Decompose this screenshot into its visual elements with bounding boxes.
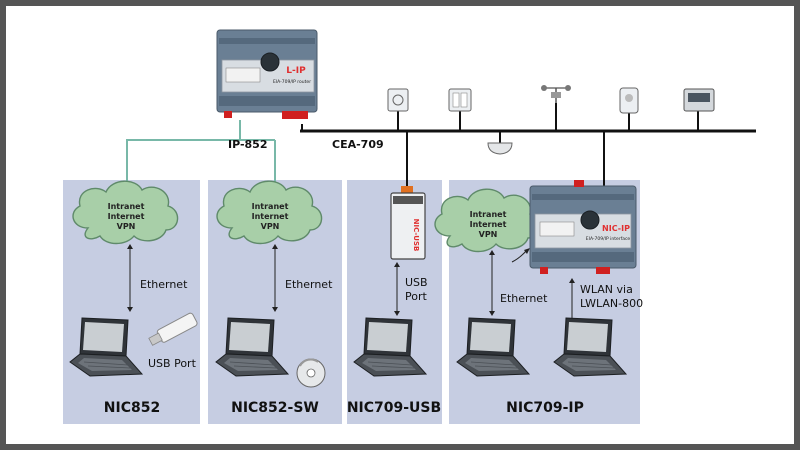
ethernet-label: Ethernet [500, 292, 548, 305]
room-sensor-icon [387, 88, 409, 112]
usb-port-label: USB Port [148, 357, 197, 370]
wlan-label: WLAN via [580, 283, 633, 296]
svg-text:VPN: VPN [117, 222, 136, 231]
cea709-label: CEA-709 [332, 138, 384, 151]
display-panel-icon [683, 88, 715, 112]
svg-text:Intranet: Intranet [252, 202, 289, 211]
cloud-nic709-ip: Intranet Internet VPN [434, 188, 541, 253]
ethernet-label: Ethernet [285, 278, 333, 291]
port-label: Port [405, 290, 427, 303]
cd-disc-icon [296, 358, 326, 388]
ip852-label: IP-852 [228, 138, 268, 151]
thermostat-icon [619, 87, 639, 114]
cloud-nic852-sw: Intranet Internet VPN [216, 180, 323, 245]
lwlan-label: LWLAN-800 [580, 297, 643, 310]
switch-icon [448, 88, 472, 112]
svg-text:Internet: Internet [470, 220, 507, 229]
svg-text:VPN: VPN [479, 230, 498, 239]
svg-text:Internet: Internet [252, 212, 289, 221]
router-brand: L-IP [286, 66, 306, 76]
router-device: L-IP EIA-709/IP router [216, 29, 318, 119]
nic-ip-subtitle: EIA-709/IP interface [586, 236, 631, 242]
cloud-nic852: Intranet Internet VPN [72, 180, 179, 245]
svg-text:Internet: Internet [108, 212, 145, 221]
nic-ip-brand: NIC-IP [602, 224, 630, 233]
nic-ip-device: NIC-IP EIA-709/IP interface [529, 180, 637, 274]
svg-text:Intranet: Intranet [108, 202, 145, 211]
network-diagram: L-IP EIA-709/IP router Intranet Internet [63, 29, 756, 424]
panel-title-nic709-ip: NIC709-IP [506, 400, 584, 416]
panel-title-nic852-sw: NIC852-SW [231, 400, 319, 416]
svg-text:VPN: VPN [261, 222, 280, 231]
nic-usb-label: NIC-USB [412, 219, 420, 252]
svg-text:Intranet: Intranet [470, 210, 507, 219]
router-subtitle: EIA-709/IP router [273, 79, 311, 85]
ceiling-detector-icon [487, 142, 513, 155]
usb-label: USB [405, 276, 428, 289]
nic-usb-device: NIC-USB [390, 186, 426, 260]
ip852-line [126, 120, 241, 200]
usb-stick-icon [148, 312, 198, 346]
ethernet-label: Ethernet [140, 278, 188, 291]
panel-title-nic709-usb: NIC709-USB [347, 400, 441, 416]
weather-station-icon [541, 85, 571, 103]
panel-title-nic852: NIC852 [104, 400, 160, 416]
